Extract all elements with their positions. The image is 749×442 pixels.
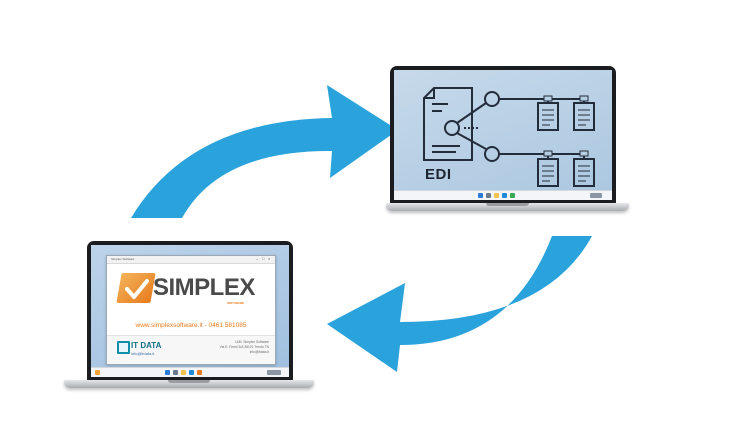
simplex-logo: SIMPLEX SOFTWARE	[116, 271, 269, 311]
edi-laptop: EDI	[386, 66, 629, 214]
vendor-info-line: info@itdata.it	[249, 350, 269, 354]
explorer-icon[interactable]	[181, 370, 186, 375]
laptop-notch	[168, 380, 210, 383]
window-title: Simplex Software	[107, 256, 275, 264]
taskbar	[394, 190, 612, 200]
laptop-base	[386, 203, 629, 211]
vendor-email[interactable]: info@itdata.it	[131, 351, 155, 356]
start-icon[interactable]	[478, 193, 483, 198]
arrow-left-curved-icon	[327, 236, 592, 372]
simplex-screen: Simplex Software – □ × SIMPLEX SOFTWARE …	[91, 245, 289, 377]
app-icon[interactable]	[510, 193, 515, 198]
browser-icon[interactable]	[189, 370, 194, 375]
weather-icon[interactable]	[95, 370, 100, 375]
minimize-icon[interactable]: –	[256, 256, 259, 261]
start-icon[interactable]	[165, 370, 170, 375]
close-icon[interactable]: ×	[268, 256, 271, 261]
maximize-icon[interactable]: □	[262, 256, 265, 261]
checkmark-icon	[125, 279, 149, 299]
vendor-info: I.&M. Simplex Software Via E. Fermi 5/A …	[179, 340, 269, 355]
vendor-footer: IT DATA info@itdata.it I.&M. Simplex Sof…	[107, 335, 275, 364]
vendor-info-line: I.&M. Simplex Software	[234, 340, 269, 344]
laptop-base	[64, 380, 314, 388]
taskbar	[91, 367, 289, 377]
app-icon[interactable]	[197, 370, 202, 375]
itdata-logo-icon	[117, 341, 130, 354]
search-icon[interactable]	[173, 370, 178, 375]
search-icon[interactable]	[486, 193, 491, 198]
laptop-notch	[486, 203, 529, 206]
tray-icon[interactable]	[267, 370, 281, 375]
logo-sub: SOFTWARE	[227, 301, 244, 305]
edi-label: EDI	[425, 166, 452, 183]
browser-icon[interactable]	[502, 193, 507, 198]
arrow-right-curved-icon	[131, 85, 398, 218]
simplex-laptop: Simplex Software – □ × SIMPLEX SOFTWARE …	[64, 241, 314, 393]
logo-word: SIMPLEX	[153, 274, 255, 301]
tray-icon[interactable]	[590, 193, 602, 198]
simplex-window[interactable]: Simplex Software – □ × SIMPLEX SOFTWARE …	[106, 255, 276, 365]
vendor-name: IT DATA	[131, 341, 162, 350]
website-link[interactable]: www.simplexsoftware.it - 0461 581085	[135, 322, 247, 329]
explorer-icon[interactable]	[494, 193, 499, 198]
edi-document-network-icon	[423, 87, 595, 187]
vendor-info-line: Via E. Fermi 5/A 38121 Trento TN	[219, 345, 269, 349]
edi-screen: EDI	[394, 70, 612, 200]
